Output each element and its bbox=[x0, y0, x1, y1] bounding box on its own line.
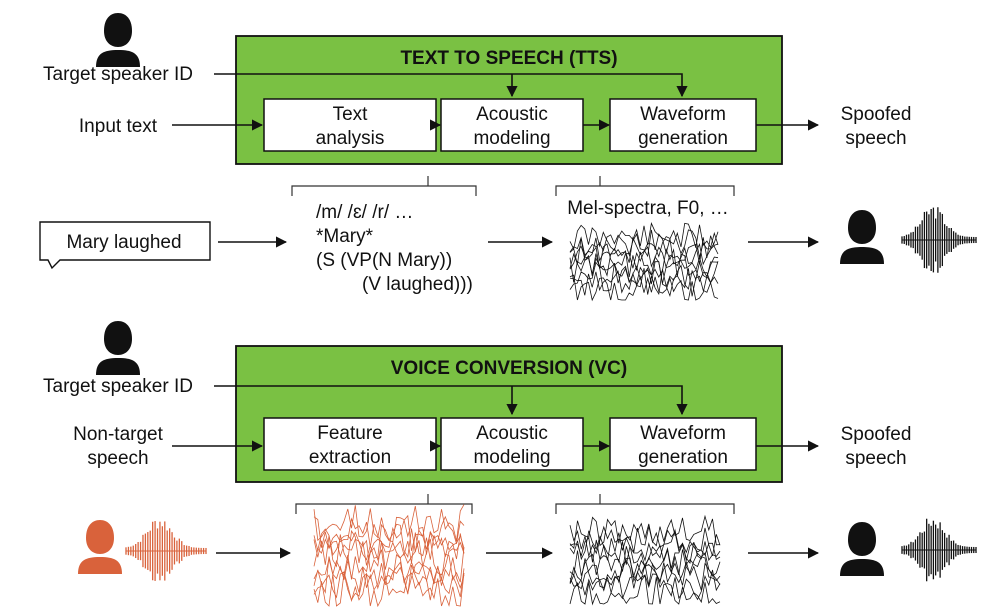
person-icon bbox=[96, 13, 140, 67]
feature-traces-icon bbox=[313, 504, 465, 608]
person-icon bbox=[840, 522, 884, 576]
tts-section: TEXT TO SPEECH (TTS) Target speaker ID I… bbox=[39, 13, 977, 302]
block-label: Acoustic bbox=[476, 423, 548, 444]
tts-block-acoustic-modeling bbox=[440, 98, 584, 152]
tts-block-waveform-generation bbox=[609, 98, 757, 152]
waveform-icon bbox=[901, 207, 977, 273]
vc-block-waveform-generation bbox=[609, 417, 757, 471]
person-icon bbox=[96, 321, 140, 375]
vc-title: VOICE CONVERSION (VC) bbox=[391, 358, 627, 379]
acoustic-features-label: Mel-spectra, F0, … bbox=[567, 198, 729, 219]
block-label: Text bbox=[333, 104, 369, 125]
person-icon bbox=[840, 210, 884, 264]
linguistic-feature-line: *Mary* bbox=[316, 226, 374, 247]
block-label: modeling bbox=[473, 447, 550, 468]
linguistic-feature-line: /m/ /ɛ/ /r/ … bbox=[316, 202, 413, 223]
vc-input-label: speech bbox=[87, 448, 148, 469]
linguistic-feature-line: (V laughed))) bbox=[362, 274, 473, 295]
block-label: modeling bbox=[473, 128, 550, 149]
tts-target-speaker-label: Target speaker ID bbox=[43, 64, 193, 85]
tts-input-label: Input text bbox=[79, 116, 158, 137]
vc-output-label: Spoofed bbox=[841, 424, 912, 445]
example-input-text: Mary laughed bbox=[66, 232, 181, 253]
example-text-bubble bbox=[39, 221, 211, 270]
linguistic-feature-line: (S (VP(N Mary)) bbox=[316, 250, 452, 271]
block-label: Waveform bbox=[640, 104, 726, 125]
tts-output-label: Spoofed bbox=[841, 104, 912, 125]
tts-output-label: speech bbox=[845, 128, 906, 149]
tts-block-text-analysis bbox=[263, 98, 437, 152]
vc-section: VOICE CONVERSION (VC) Target speaker ID … bbox=[43, 321, 977, 608]
block-label: extraction bbox=[309, 447, 391, 468]
vc-target-speaker-label: Target speaker ID bbox=[43, 376, 193, 397]
vc-block-acoustic-modeling bbox=[440, 417, 584, 471]
vc-block-feature-extraction bbox=[263, 417, 437, 471]
tts-title: TEXT TO SPEECH (TTS) bbox=[400, 48, 617, 69]
block-label: Waveform bbox=[640, 423, 726, 444]
vc-output-label: speech bbox=[845, 448, 906, 469]
block-label: Acoustic bbox=[476, 104, 548, 125]
person-icon bbox=[78, 520, 122, 574]
block-label: Feature bbox=[317, 423, 382, 444]
block-label: generation bbox=[638, 128, 728, 149]
waveform-icon bbox=[901, 518, 977, 582]
waveform-icon bbox=[125, 521, 207, 581]
vc-input-label: Non-target bbox=[73, 424, 163, 445]
feature-traces-icon bbox=[569, 514, 721, 606]
feature-traces-icon bbox=[569, 222, 719, 302]
block-label: generation bbox=[638, 447, 728, 468]
block-label: analysis bbox=[316, 128, 385, 149]
